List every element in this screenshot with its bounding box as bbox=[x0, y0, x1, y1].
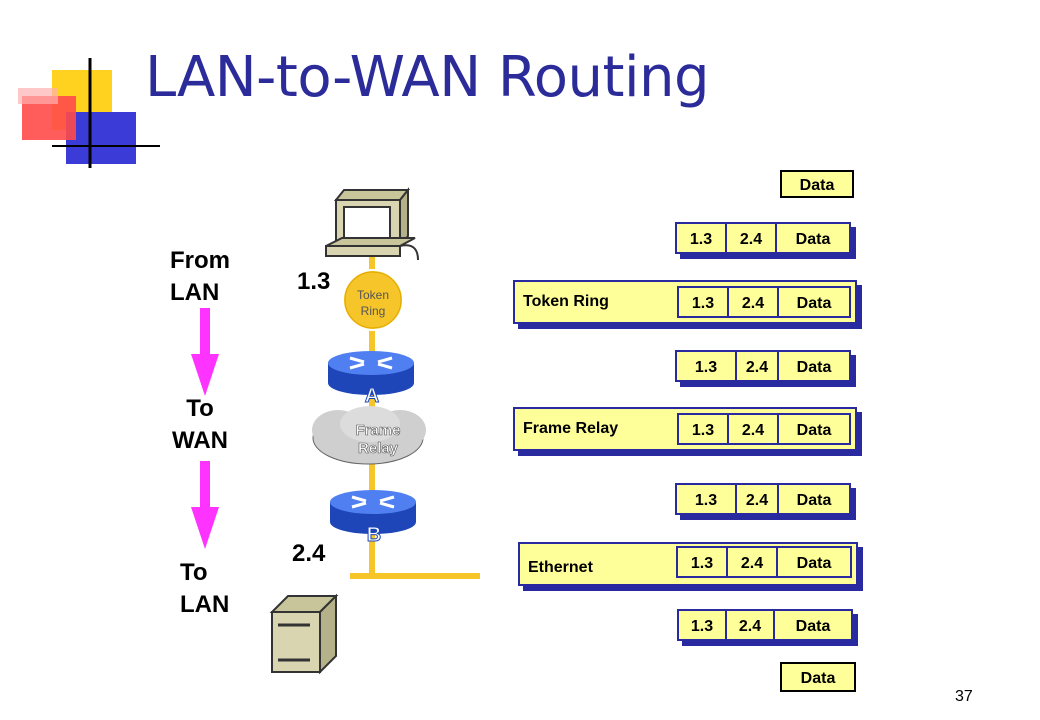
destination-field: 2.4 bbox=[727, 413, 779, 445]
destination-field: 2.4 bbox=[725, 609, 775, 641]
page-number: 37 bbox=[955, 688, 973, 705]
to-wan-label: To WAN bbox=[172, 395, 228, 454]
destination-address-label: 2.4 bbox=[292, 540, 326, 567]
destination-field: 2.4 bbox=[726, 546, 778, 578]
data-field: Data bbox=[777, 413, 851, 445]
data-field: Data bbox=[773, 609, 853, 641]
data-field: Data bbox=[777, 483, 851, 515]
router-b-label: B bbox=[367, 524, 381, 546]
down-arrow-2 bbox=[191, 461, 219, 549]
bottom-data-packet: Data bbox=[780, 662, 856, 692]
source-field: 1.3 bbox=[676, 546, 728, 578]
data-field: Data bbox=[780, 170, 854, 198]
data-field: Data bbox=[777, 350, 851, 382]
workstation-icon bbox=[325, 187, 419, 261]
data-field: Data bbox=[776, 546, 852, 578]
data-field: Data bbox=[775, 222, 851, 254]
frame-type-label: Token Ring bbox=[523, 293, 609, 310]
source-address-label: 1.3 bbox=[297, 268, 331, 295]
frame-relay-frame: Frame Relay 1.3 2.4 Data bbox=[513, 407, 862, 456]
frame-relay-cloud-icon bbox=[312, 406, 426, 465]
destination-field: 2.4 bbox=[727, 286, 779, 318]
destination-field: 2.4 bbox=[735, 483, 779, 515]
router-a-label: A bbox=[365, 385, 379, 407]
destination-field: 2.4 bbox=[725, 222, 777, 254]
from-lan-label: From LAN bbox=[170, 247, 230, 306]
source-field: 1.3 bbox=[675, 483, 737, 515]
packet-4: 1.3 2.4 Data bbox=[677, 609, 858, 646]
top-data-packet: Data bbox=[780, 170, 854, 198]
slide-title: LAN-to-WAN Routing bbox=[145, 45, 710, 110]
slide-logo-decoration bbox=[18, 58, 160, 168]
source-field: 1.3 bbox=[675, 222, 727, 254]
frame-type-label: Ethernet bbox=[528, 559, 593, 576]
token-ring-icon bbox=[342, 269, 404, 331]
packet-2: 1.3 2.4 Data bbox=[675, 350, 856, 387]
packet-1: 1.3 2.4 Data bbox=[675, 222, 856, 259]
data-field: Data bbox=[780, 662, 856, 692]
data-field: Data bbox=[777, 286, 851, 318]
server-icon bbox=[269, 593, 339, 675]
source-field: 1.3 bbox=[677, 609, 727, 641]
source-field: 1.3 bbox=[677, 413, 729, 445]
ethernet-frame: Ethernet 1.3 2.4 Data bbox=[518, 542, 863, 591]
token-ring-frame: Token Ring 1.3 2.4 Data bbox=[513, 280, 862, 329]
router-a-icon bbox=[328, 351, 414, 395]
destination-field: 2.4 bbox=[735, 350, 779, 382]
packet-3: 1.3 2.4 Data bbox=[675, 483, 856, 520]
down-arrow-1 bbox=[191, 308, 219, 396]
logo-blue-square bbox=[66, 112, 136, 164]
to-lan-label: To LAN bbox=[180, 559, 230, 618]
source-field: 1.3 bbox=[677, 286, 729, 318]
frame-type-label: Frame Relay bbox=[523, 420, 619, 437]
router-b-icon bbox=[330, 490, 416, 534]
source-field: 1.3 bbox=[675, 350, 737, 382]
logo-red-glow bbox=[18, 88, 58, 104]
